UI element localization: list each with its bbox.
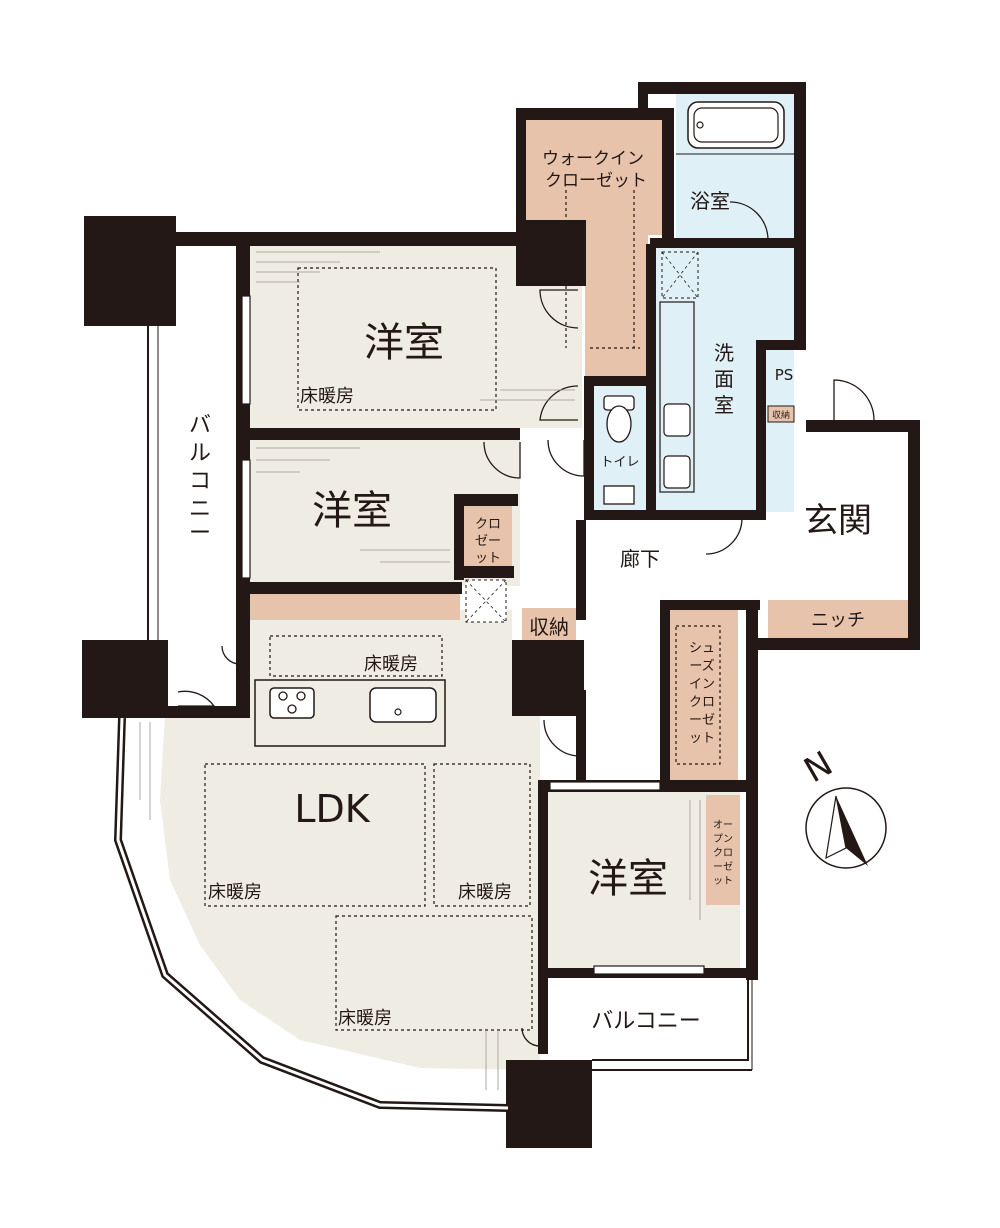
shoes-closet-label-4: クロ [689, 695, 715, 710]
hallway-label: 廊下 [620, 547, 660, 571]
doors [177, 201, 875, 1047]
small-storage-label: 収納 [772, 409, 790, 421]
floor-heating-label-5: 床暖房 [338, 1008, 392, 1029]
shoes-closet-label-5: ーゼ [689, 713, 715, 728]
bathtub [687, 101, 785, 149]
balcony-west-label-2: ル [189, 441, 211, 466]
ldk-floor [160, 610, 540, 1070]
compass-icon: N [797, 744, 887, 869]
floor-heating-zones [204, 190, 721, 1031]
floor-heating-label-2: 床暖房 [364, 654, 418, 675]
open-closet-label-3: クロ [713, 847, 733, 859]
shoes-closet-label-1: シュ [689, 641, 715, 656]
toilet-label: トイレ [600, 455, 639, 470]
open-closet-storage [706, 795, 740, 905]
room1-label: 洋室 [364, 320, 444, 366]
niche-label: ニッチ [811, 610, 865, 631]
bath-label: 浴室 [690, 189, 730, 213]
shoes-closet-label-2: ーズ [689, 658, 714, 674]
room2-label: 洋室 [312, 488, 392, 534]
shoes-closet-label-3: イン [689, 677, 715, 692]
shoes-closet-label-6: ット [689, 731, 715, 746]
closet-label-2: ゼー [475, 534, 501, 549]
floor-heating-label-1: 床暖房 [300, 386, 354, 407]
wic-storage [522, 118, 664, 378]
open-closet-label-4: ーゼ [713, 861, 733, 873]
balcony-west-label-3: コ [189, 469, 211, 494]
closet-storage [462, 505, 512, 567]
storage-box [522, 608, 576, 646]
niche-storage [768, 600, 910, 640]
basin-1 [663, 403, 691, 437]
room3-label: 洋室 [588, 856, 668, 902]
walls [82, 82, 920, 1148]
washroom-label-3: 室 [714, 393, 734, 417]
floor-heating-label-4: 床暖房 [458, 882, 512, 903]
entrance-label: 玄関 [804, 501, 872, 541]
balcony-west-label-5: ー [189, 521, 211, 546]
windows [241, 295, 705, 975]
closet-label-3: ット [475, 551, 501, 566]
ps-label: PS [775, 366, 794, 384]
washroom-label-2: 面 [714, 367, 734, 391]
balcony-west-label-1: バ [189, 413, 211, 438]
wic-label-1: ウォークイン [542, 149, 644, 169]
ldk-label: LDK [294, 787, 370, 831]
storage-label: 収納 [529, 615, 569, 639]
basin-2 [663, 455, 691, 489]
wic-label-2: クローゼット [545, 171, 647, 191]
kitchen-shelf [250, 592, 460, 620]
open-closet-label-5: ット [713, 876, 733, 887]
open-closet-label-2: プン [713, 833, 733, 845]
kitchen-sink [369, 687, 437, 723]
toilet-bowl [606, 405, 632, 443]
washroom-label-1: 洗 [714, 341, 734, 365]
closet-label-1: クロ [475, 517, 501, 532]
floor-heating-label-3: 床暖房 [208, 882, 262, 903]
shoes-closet-storage [668, 610, 738, 780]
open-closet-label-1: オー [713, 819, 733, 831]
balcony-west-label-4: ニ [189, 497, 211, 522]
north-label: N [797, 744, 839, 791]
balcony-south [548, 975, 748, 1060]
stove [269, 687, 315, 719]
balcony-south-label: バルコニー [591, 1009, 701, 1034]
